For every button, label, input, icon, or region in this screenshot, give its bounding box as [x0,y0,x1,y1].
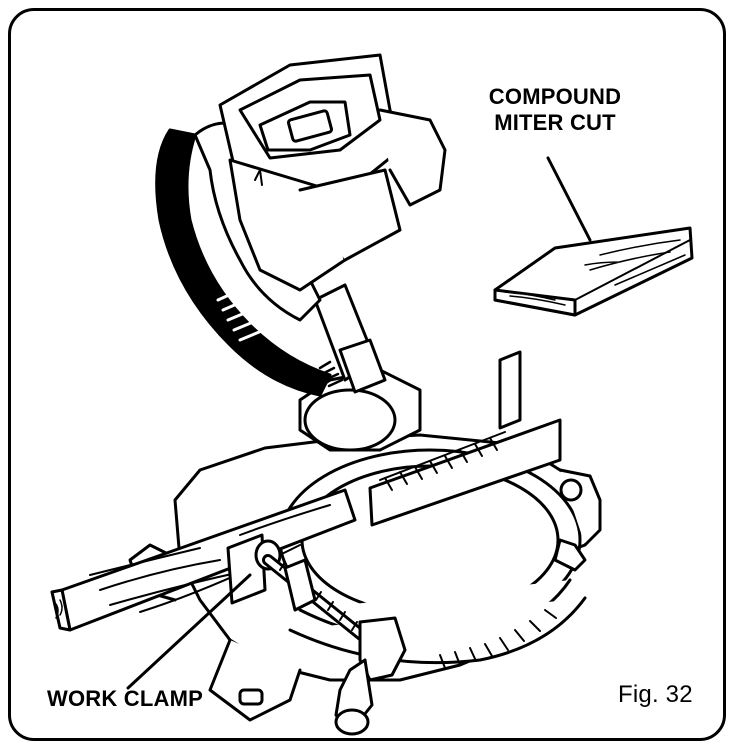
compound-label-line1: COMPOUND [488,84,622,109]
compound-miter-cut-label: COMPOUND MITER CUT [470,84,640,136]
compound-label-line2: MITER CUT [494,110,616,135]
saw-arm [298,283,422,452]
clamp-leader-line [126,573,252,690]
work-clamp [226,533,407,736]
figure-caption: Fig. 32 [618,681,693,708]
wood-workpiece [50,488,357,632]
motor-housing [218,53,447,292]
fence [368,350,562,527]
work-clamp-label: WORK CLAMP [47,686,203,711]
compound-leader-line [546,156,592,242]
compound-cut-wood-block [493,226,694,317]
